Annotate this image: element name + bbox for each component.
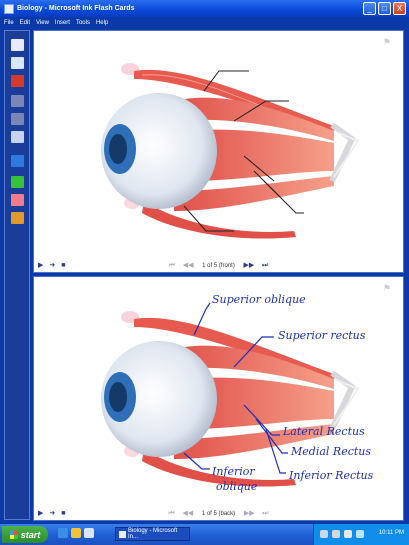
first-card-icon[interactable]: ⏮ [168, 262, 176, 269]
new-card-icon[interactable] [11, 39, 24, 51]
clock: 10:11 PM [378, 530, 404, 536]
window-title: Biology - Microsoft Ink Flash Cards [17, 5, 135, 12]
start-button[interactable]: start [2, 526, 48, 543]
previous-card-icon[interactable]: ◀◀ [182, 262, 194, 269]
lasso-icon[interactable] [11, 212, 24, 224]
flip-icon[interactable]: ➜ [49, 510, 56, 517]
play-icon[interactable]: ▶ [38, 262, 44, 269]
quick-launch [58, 528, 94, 538]
stop-icon[interactable]: ■ [61, 509, 66, 517]
label-inferior-oblique-line2: oblique [216, 480, 258, 493]
folder-icon[interactable] [71, 528, 81, 538]
browser-icon[interactable] [58, 528, 68, 538]
menu-insert[interactable]: Insert [54, 19, 70, 26]
last-card-icon[interactable]: ⏭ [262, 510, 269, 517]
eye-muscle-diagram-back: Superior oblique Superior rectus Lateral… [101, 293, 374, 493]
windows-logo-icon [9, 530, 18, 539]
label-medial-rectus: Medial Rectus [290, 445, 371, 458]
card-navigation: ▶ ➜ ■ ⏮ ◀◀ 1 of 5 (front) ▶▶ ⏭ [34, 258, 403, 272]
eye-muscle-diagram-front [101, 63, 360, 239]
card-counter: 1 of 5 (back) [201, 511, 236, 517]
cut-icon[interactable] [11, 95, 24, 107]
maximize-button[interactable]: □ [378, 2, 391, 15]
last-card-icon[interactable]: ⏭ [261, 262, 269, 269]
card-counter: 1 of 5 (front) [202, 263, 235, 269]
tray-icon[interactable] [332, 530, 340, 538]
minimize-button[interactable]: _ [363, 2, 376, 15]
play-icon[interactable]: ▶ [38, 510, 44, 517]
start-label: start [20, 529, 41, 540]
menu-help[interactable]: Help [95, 19, 109, 26]
app-icon [4, 3, 14, 14]
label-inferior-oblique-line1: Inferior [211, 465, 255, 478]
show-desktop-icon[interactable] [84, 528, 94, 538]
copy-icon[interactable] [11, 113, 24, 125]
card-navigation: ▶ ➜ ■ ⏮ ◀◀ 1 of 5 (back) ▶▶ ⏭ [34, 506, 403, 520]
tray-icon[interactable] [344, 530, 352, 538]
pen-icon[interactable] [11, 155, 24, 167]
flash-card-front[interactable]: ⚑ [33, 30, 404, 273]
taskbar-app-label: Biology - Microsoft In... [128, 528, 178, 540]
eraser-icon[interactable] [11, 194, 24, 206]
flip-icon[interactable]: ➜ [49, 262, 56, 269]
label-superior-oblique: Superior oblique [212, 293, 306, 306]
label-inferior-rectus: Inferior Rectus [288, 469, 374, 482]
taskbar: start Biology - Microsoft In... 10:11 PM [0, 524, 409, 545]
tray-icon[interactable] [356, 530, 364, 538]
label-superior-rectus: Superior rectus [278, 329, 366, 342]
close-button[interactable]: X [393, 2, 406, 15]
taskbar-app-button[interactable]: Biology - Microsoft In... [115, 527, 190, 541]
menu-file[interactable]: File [4, 19, 14, 26]
menu-tools[interactable]: Tools [75, 19, 90, 26]
first-card-icon[interactable]: ⏮ [168, 510, 175, 517]
previous-card-icon[interactable]: ◀◀ [182, 510, 194, 517]
system-tray: 10:11 PM [313, 524, 409, 545]
menu-bar: File Edit View Insert Tools Help [0, 17, 409, 28]
title-bar[interactable]: Biology - Microsoft Ink Flash Cards _ □ … [0, 0, 409, 17]
flag-icon[interactable]: ⚑ [382, 37, 391, 47]
delete-card-icon[interactable] [11, 75, 24, 87]
tool-palette [4, 30, 30, 520]
flash-card-back[interactable]: ⚑ [33, 276, 404, 521]
label-lateral-rectus: Lateral Rectus [282, 425, 365, 438]
next-card-icon[interactable]: ▶▶ [243, 262, 255, 269]
app-icon [119, 530, 126, 538]
tray-icon[interactable] [320, 530, 328, 538]
menu-edit[interactable]: Edit [19, 19, 31, 26]
next-card-icon[interactable]: ▶▶ [243, 510, 255, 517]
menu-view[interactable]: View [36, 19, 49, 26]
highlighter-icon[interactable] [11, 176, 24, 188]
paste-icon[interactable] [11, 131, 24, 143]
stop-icon[interactable]: ■ [61, 261, 66, 269]
new-deck-icon[interactable] [11, 57, 24, 69]
flag-icon[interactable]: ⚑ [382, 283, 391, 293]
